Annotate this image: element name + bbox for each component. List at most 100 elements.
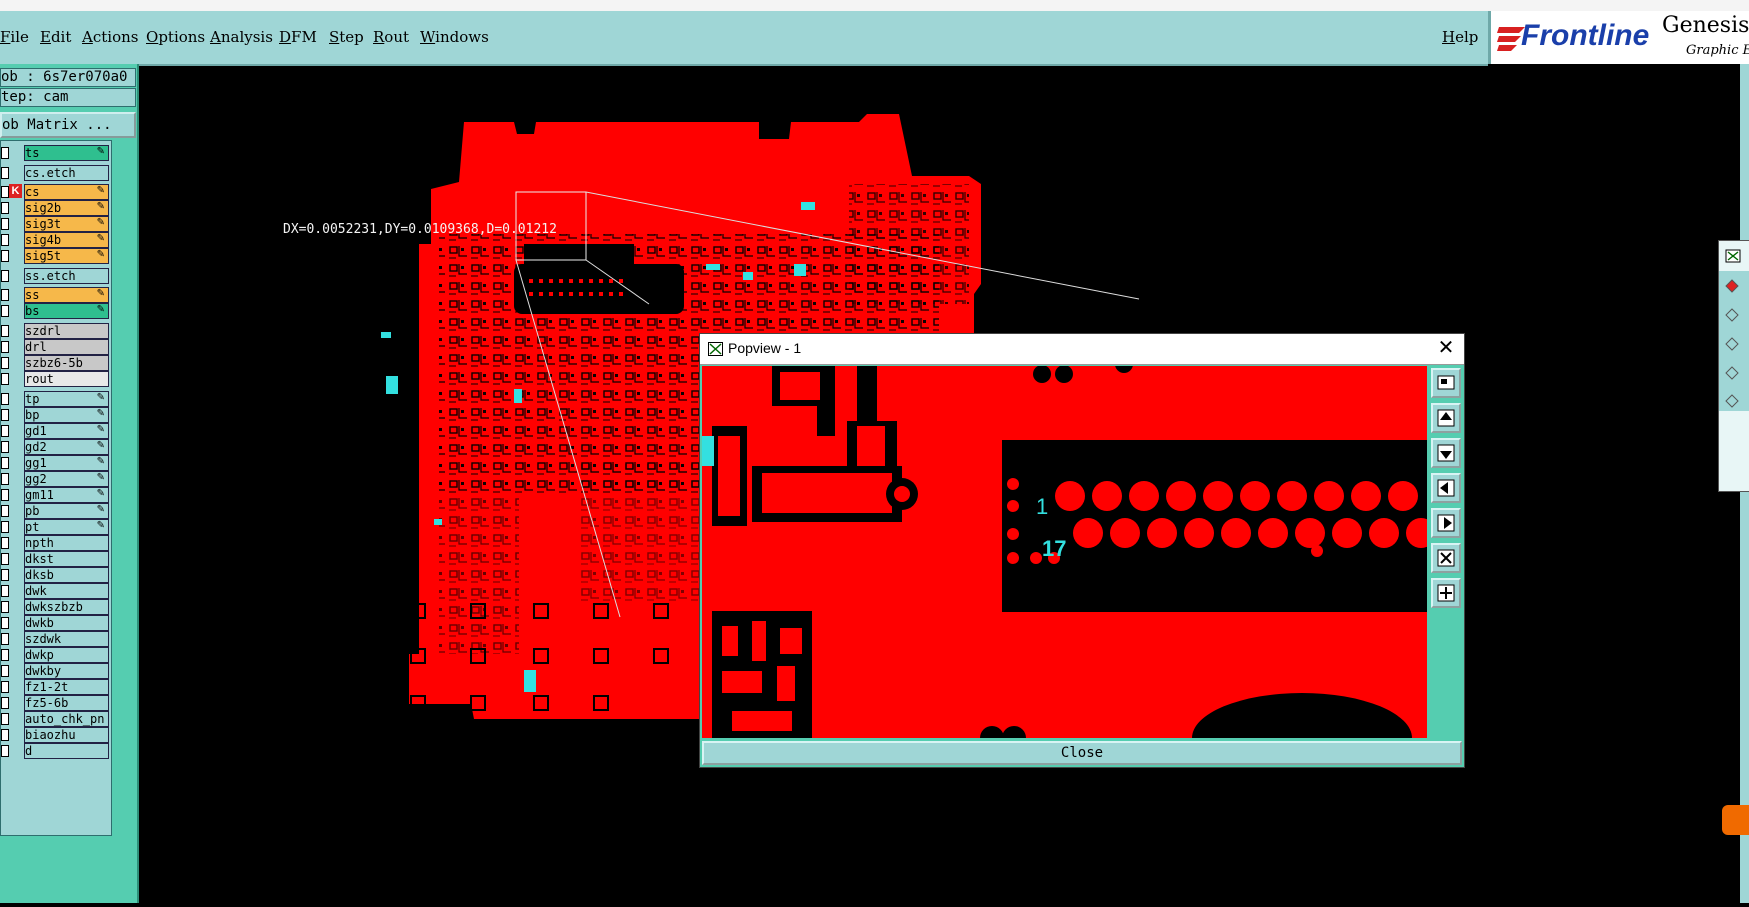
menu-help[interactable]: Help	[1442, 28, 1479, 46]
layer-name[interactable]: d	[24, 743, 109, 759]
menu-dfm[interactable]: DFM	[279, 28, 317, 46]
menu-options[interactable]: Options	[146, 28, 206, 46]
layer-name[interactable]: npth	[24, 535, 109, 551]
layer-name[interactable]: sig5t	[24, 248, 109, 264]
close-button[interactable]: Close	[702, 741, 1462, 765]
diamond-selected-icon[interactable]	[1725, 279, 1739, 293]
layer-checkbox[interactable]	[1, 569, 9, 581]
menu-edit[interactable]: Edit	[40, 28, 72, 46]
job-matrix-button[interactable]: ob Matrix ...	[0, 112, 136, 138]
layer-row[interactable]: drl	[1, 339, 109, 355]
layer-checkbox[interactable]	[1, 585, 9, 597]
diamond-icon[interactable]	[1725, 308, 1739, 322]
layer-name[interactable]: gm11	[24, 487, 109, 503]
layer-row[interactable]: bp✎	[1, 407, 109, 423]
menu-step[interactable]: Step	[329, 28, 364, 46]
layer-row[interactable]: dwkszbzb	[1, 599, 109, 615]
pan-left-button[interactable]	[1431, 473, 1461, 503]
layer-row[interactable]: bs✎	[1, 303, 109, 319]
layer-name[interactable]: tp	[24, 391, 109, 407]
layer-name[interactable]: gg1	[24, 455, 109, 471]
layer-checkbox[interactable]	[1, 649, 9, 661]
zoom-out-button[interactable]	[1431, 578, 1461, 608]
popview-title-bar[interactable]: Popview - 1 ✕	[700, 334, 1464, 365]
menu-file[interactable]: File	[0, 28, 29, 46]
layer-checkbox[interactable]	[1, 617, 9, 629]
layer-name[interactable]: dwk	[24, 583, 109, 599]
layer-checkbox[interactable]	[1, 521, 9, 533]
layer-row[interactable]: pt✎	[1, 519, 109, 535]
layer-checkbox[interactable]	[1, 409, 9, 421]
layer-checkbox[interactable]	[1, 633, 9, 645]
layer-row[interactable]: cs.etch	[1, 165, 109, 181]
layer-checkbox[interactable]	[1, 681, 9, 693]
layer-name[interactable]: szdrl	[24, 323, 109, 339]
layer-row[interactable]: biaozhu	[1, 727, 109, 743]
layer-name[interactable]: pt	[24, 519, 109, 535]
layer-name[interactable]: fz5-6b	[24, 695, 109, 711]
layer-checkbox[interactable]	[1, 147, 9, 159]
layer-row[interactable]: dksb	[1, 567, 109, 583]
layer-name[interactable]: ss.etch	[24, 268, 109, 284]
menu-windows[interactable]: Windows	[420, 28, 489, 46]
layer-name[interactable]: auto_chk_pn	[24, 711, 109, 727]
layer-name[interactable]: gg2	[24, 471, 109, 487]
layer-name[interactable]: sig2b	[24, 200, 109, 216]
layer-checkbox[interactable]	[1, 289, 9, 301]
layer-name[interactable]: dwkb	[24, 615, 109, 631]
pan-right-button[interactable]	[1431, 508, 1461, 538]
layer-checkbox[interactable]	[1, 202, 9, 214]
layer-checkbox[interactable]	[1, 270, 9, 282]
layer-row[interactable]: gg1✎	[1, 455, 109, 471]
layer-checkbox[interactable]	[1, 713, 9, 725]
layer-row[interactable]: gd2✎	[1, 439, 109, 455]
diamond-icon[interactable]	[1725, 337, 1739, 351]
layer-checkbox[interactable]	[1, 489, 9, 501]
layer-name[interactable]: dwkszbzb	[24, 599, 109, 615]
layer-name[interactable]: ss	[24, 287, 109, 303]
layer-checkbox[interactable]	[1, 218, 9, 230]
layer-checkbox[interactable]	[1, 167, 9, 179]
layer-row[interactable]: szbz6-5b	[1, 355, 109, 371]
zoom-in-button[interactable]	[1431, 543, 1461, 573]
layer-row[interactable]: pb✎	[1, 503, 109, 519]
menu-rout[interactable]: Rout	[373, 28, 410, 46]
layer-row[interactable]: sig3t✎	[1, 216, 109, 232]
layer-row[interactable]: d	[1, 743, 109, 759]
layer-checkbox[interactable]	[1, 357, 9, 369]
layer-checkbox[interactable]	[1, 305, 9, 317]
layer-row[interactable]: fz5-6b	[1, 695, 109, 711]
layer-row[interactable]: dwkby	[1, 663, 109, 679]
layer-checkbox[interactable]	[1, 537, 9, 549]
pan-up-button[interactable]	[1431, 403, 1461, 433]
diamond-icon[interactable]	[1725, 366, 1739, 380]
zoom-fit-button[interactable]	[1431, 368, 1461, 398]
layer-row[interactable]: ts✎	[1, 145, 109, 161]
layer-row[interactable]: tp✎	[1, 391, 109, 407]
layer-row[interactable]: gd1✎	[1, 423, 109, 439]
layer-row[interactable]: szdwk	[1, 631, 109, 647]
layer-row[interactable]: fz1-2t	[1, 679, 109, 695]
layer-checkbox[interactable]	[1, 393, 9, 405]
close-icon[interactable]: ✕	[1437, 337, 1455, 359]
layer-name[interactable]: fz1-2t	[24, 679, 109, 695]
layer-row[interactable]: dwk	[1, 583, 109, 599]
layer-checkbox[interactable]	[1, 250, 9, 262]
layer-name[interactable]: gd2	[24, 439, 109, 455]
layer-checkbox[interactable]	[1, 665, 9, 677]
layer-name[interactable]: dksb	[24, 567, 109, 583]
layer-checkbox[interactable]	[1, 457, 9, 469]
layer-name[interactable]: drl	[24, 339, 109, 355]
layer-checkbox[interactable]	[1, 505, 9, 517]
layer-name[interactable]: dkst	[24, 551, 109, 567]
layer-checkbox[interactable]	[1, 341, 9, 353]
layer-name[interactable]: cs	[24, 184, 109, 200]
menu-analysis[interactable]: Analysis	[210, 28, 273, 46]
layer-row[interactable]: szdrl	[1, 323, 109, 339]
layer-name[interactable]: pb	[24, 503, 109, 519]
layer-name[interactable]: rout	[24, 371, 109, 387]
layer-checkbox[interactable]	[1, 729, 9, 741]
layer-name[interactable]: bs	[24, 303, 109, 319]
layer-checkbox[interactable]	[1, 234, 9, 246]
